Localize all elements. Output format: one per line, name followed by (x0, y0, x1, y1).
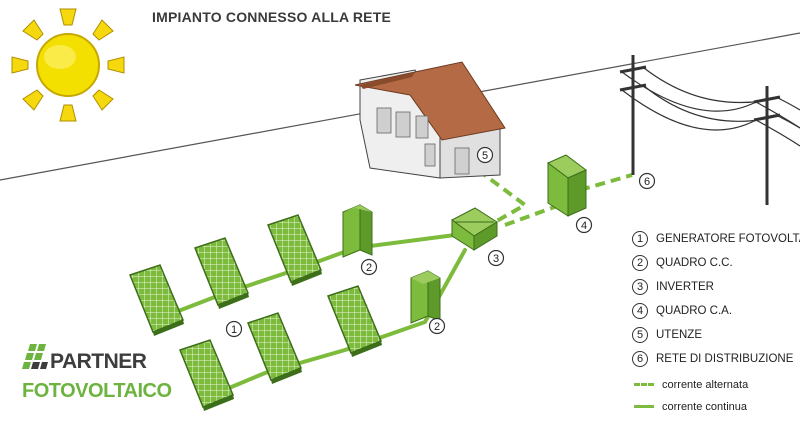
legend-item: 3 INVERTER (632, 278, 714, 298)
legend-number: 5 (632, 326, 648, 343)
legend-number: 4 (632, 302, 648, 319)
solar-panel-icon (179, 339, 234, 411)
legend-label: UTENZE (656, 328, 702, 341)
legend-line-label: corrente continua (662, 400, 747, 413)
legend-number: 2 (632, 254, 648, 271)
legend-item: 5 UTENZE (632, 326, 702, 346)
house-icon (354, 61, 506, 179)
switchboard-icon (410, 270, 441, 324)
callout-2-bottom: 2 (428, 317, 446, 335)
callout-5: 5 (476, 146, 494, 164)
solar-panel-icon (267, 214, 322, 286)
callout-6: 6 (638, 172, 656, 190)
diagram-title: IMPIANTO CONNESSO ALLA RETE (152, 9, 392, 25)
legend-number: 1 (632, 230, 648, 247)
solar-panel-icon (327, 285, 382, 357)
callout-2-top: 2 (360, 258, 378, 276)
svg-text:6: 6 (644, 176, 650, 188)
legend-line-label: corrente alternata (662, 378, 749, 391)
callout-4: 4 (575, 216, 593, 234)
legend-line-dc: corrente continua (632, 398, 747, 418)
legend-item: 4 QUADRO C.A. (632, 302, 732, 322)
inverter-icon (451, 207, 498, 251)
legend-label: QUADRO C.A. (656, 304, 733, 317)
legend-number: 6 (632, 350, 648, 367)
legend-item: 6 RETE DI DISTRIBUZIONE (632, 350, 793, 370)
legend-line-ac: corrente alternata (632, 376, 748, 396)
brand-line2: FOTOVOLTAICO (22, 380, 172, 402)
dashed-line-icon (634, 383, 654, 387)
brand-logo-icon (22, 344, 48, 369)
svg-text:4: 4 (581, 220, 587, 232)
solar-panel-icon (129, 264, 184, 336)
ac-cables (476, 168, 633, 227)
svg-text:5: 5 (482, 150, 488, 162)
solar-panel-icon (194, 237, 249, 309)
solid-line-icon (634, 405, 654, 409)
svg-text:2: 2 (434, 321, 440, 333)
legend-item: 2 QUADRO C.C. (632, 254, 733, 274)
legend-item: 1 GENERATORE FOTOVOLTAICO (632, 230, 800, 250)
legend-number: 3 (632, 278, 648, 295)
svg-text:3: 3 (493, 253, 499, 265)
callout-1: 1 (225, 320, 243, 338)
switchboard-icon (547, 154, 587, 217)
switchboard-icon (342, 204, 373, 258)
svg-text:2: 2 (366, 262, 372, 274)
legend-label: INVERTER (656, 280, 714, 293)
legend-label: QUADRO C.C. (656, 256, 733, 269)
legend-label: GENERATORE FOTOVOLTAICO (656, 232, 800, 245)
sun-icon (11, 8, 125, 122)
brand-line1: PARTNER (50, 350, 147, 373)
solar-panel-icon (247, 312, 302, 384)
legend-label: RETE DI DISTRIBUZIONE (656, 352, 794, 365)
power-pole-icon (619, 55, 800, 205)
svg-text:1: 1 (231, 324, 237, 336)
callout-3: 3 (487, 249, 505, 267)
